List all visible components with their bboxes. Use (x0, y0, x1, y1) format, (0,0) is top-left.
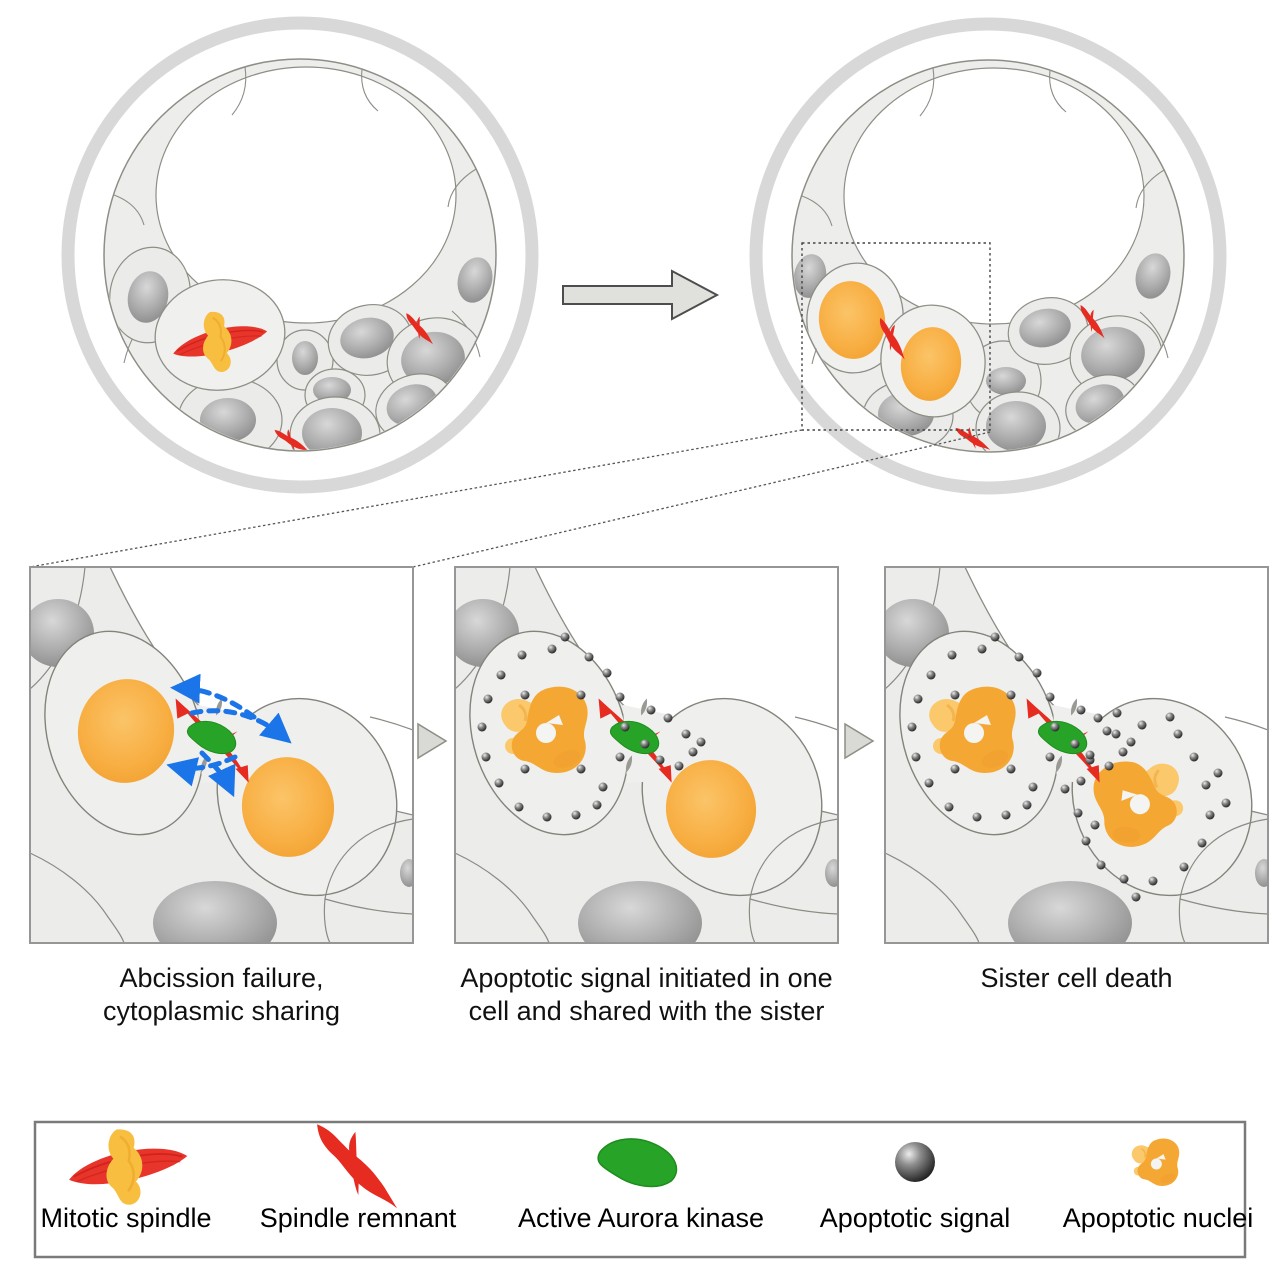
apoptotic-signal-dots (477, 632, 706, 822)
panel-sister-cell-death (884, 566, 1269, 944)
sister-nucleus-2 (665, 760, 757, 858)
caption-line: cell and shared with the sister (468, 996, 825, 1026)
zoom-connector-lines (29, 429, 991, 568)
apoptotic-signal-dots (907, 632, 1231, 902)
panel-caption-3: Sister cell death (885, 962, 1268, 995)
caption-line: Sister cell death (980, 963, 1173, 993)
sister-nucleus-2 (900, 327, 962, 401)
stage-arrow-icon (562, 269, 720, 321)
panel-abscission-failure (29, 566, 414, 944)
blastocyst-late (756, 24, 1220, 488)
sister-nucleus-1 (818, 281, 886, 359)
legend-label-apoptotic-nuclei: Apoptotic nuclei (1062, 1203, 1254, 1233)
apoptotic-signal-icon (895, 1142, 935, 1182)
legend-box (33, 1117, 1247, 1259)
blastocyst-early (68, 23, 532, 487)
zoom-rectangle (801, 242, 991, 431)
sister-nucleus-1 (77, 679, 175, 783)
step-arrow-icon (417, 722, 448, 760)
panel-caption-2: Apoptotic signal initiated in one cell a… (455, 962, 838, 1028)
legend-label-apoptotic-signal: Apoptotic signal (819, 1203, 1011, 1233)
legend-label-spindle-remnant: Spindle remnant (259, 1203, 457, 1233)
panel-apoptotic-signal-shared (454, 566, 839, 944)
legend-label-mitotic-spindle: Mitotic spindle (40, 1203, 212, 1233)
inner-cell-mass-late (793, 253, 1171, 451)
cytoplasmic-exchange-arrows (166, 673, 292, 798)
inner-cell-mass-early (109, 246, 493, 450)
caption-line: Apoptotic signal initiated in one (460, 963, 833, 993)
step-arrow-icon (844, 722, 875, 760)
sister-nucleus-2 (241, 757, 335, 857)
caption-line: cytoplasmic sharing (102, 996, 341, 1026)
caption-line: Abcission failure, (119, 963, 324, 993)
legend-label-aurora-kinase: Active Aurora kinase (517, 1203, 765, 1233)
panel-caption-1: Abcission failure, cytoplasmic sharing (30, 962, 413, 1028)
